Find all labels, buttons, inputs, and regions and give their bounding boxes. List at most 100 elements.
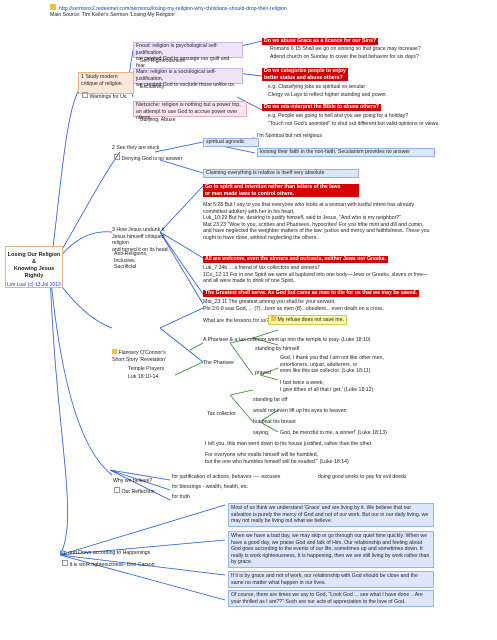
main-source: Main Source: Tim Keller's Sermon 'Losing… — [50, 12, 176, 18]
why-blessings[interactable]: for blessings - wealth, health, etc — [172, 484, 248, 490]
heading-all-welcome[interactable]: All are welcome, even the sinners and ou… — [203, 256, 389, 263]
heading-spirit-laws-2: or man made laws to control others. — [205, 190, 295, 197]
verse-1co-12-13: 1Co_12:13 For in one Spirit we were all … — [203, 271, 428, 278]
tax-saying: saying, — [253, 430, 270, 436]
pharisee-fast: I fast twice a week; I give tithes of al… — [280, 380, 373, 393]
pharisee-standing: standing by himself — [255, 346, 300, 352]
warnings-text: Warnings for Us — [89, 94, 127, 100]
exalt-1: For everyone who exalts himself will be … — [205, 452, 319, 458]
question-categorize[interactable]: Do we categorize people to enjoy better … — [262, 68, 348, 81]
note-icon — [82, 92, 88, 98]
question-categorize-clergy: Clergy vs Lays to reflect higher standin… — [268, 92, 388, 98]
marx-tag: Exclusivity — [140, 84, 165, 90]
pharisee-prayed: prayed — [255, 370, 271, 376]
up-down-quote: It is work righteousness- Don Carson — [62, 560, 155, 569]
note-icon — [114, 487, 120, 493]
question-categorize-2: better status and abuse others? — [264, 74, 343, 81]
topic-flannery[interactable]: Flannery O'Connor's Short Story 'Revelat… — [112, 349, 166, 363]
grace-paragraph-4: Of course, there are times we say to God… — [228, 590, 434, 607]
temple-prayers[interactable]: Temple Prayers — [128, 366, 165, 372]
why-truth[interactable]: for truth — [172, 494, 190, 500]
pharisee-fast-1: I fast twice a week; — [280, 380, 324, 386]
flannery-title-2: Short Story 'Revelation' — [112, 356, 166, 363]
nietzsche-line-2: an attempt to use God to accrue power ov… — [136, 108, 238, 122]
spirit-laws-verses: Mat 5:28 But I say to you that everyone … — [203, 202, 430, 241]
topic-jesus-title-3: and turned it on its head. — [112, 246, 170, 253]
stuck-sub-text: Denying God is no answer — [121, 156, 183, 162]
heading-spirit-laws[interactable]: Go to spirit and intention rather than l… — [203, 184, 359, 197]
marx-box[interactable]: Marx: religion is a sociological self-ju… — [133, 68, 243, 88]
central-topic[interactable]: Losing Our Religion & Knowing Jesus Righ… — [5, 246, 63, 288]
topic-jesus[interactable]: 3 How Jesus undunk it. Jesus himself cri… — [112, 227, 172, 253]
topic-jesus-title-2: Jesus himself critiqued religion — [112, 233, 165, 247]
nietzsche-line-1: Nietzsche: religion is nothing but a pow… — [136, 102, 241, 108]
question-grace-sunday: Attend church on Sunday to cover the bad… — [270, 54, 419, 60]
nietzsche-box[interactable]: Nietzsche: religion is nothing but a pow… — [133, 101, 247, 121]
question-grace-romans: Romans 6:15 Shall we go on sinning so th… — [270, 46, 421, 52]
verse-mat-23-23-end: ought to have done, without neglecting t… — [203, 234, 318, 241]
pencil-icon — [112, 349, 117, 354]
exalt-2: but the one who humbles himself will be … — [205, 458, 349, 465]
question-categorize-1: Do we categorize people to enjoy — [264, 68, 346, 74]
up-down-quote-text: It is work righteousness- Don Carson — [69, 562, 155, 568]
pharisee-thank-3: even like this tax collector. (Luke 18:1… — [280, 368, 371, 374]
pharisee-fast-2: I give tithes of all that I get.' (Luke … — [280, 386, 374, 393]
serve-verses: Mat_23:11 The greatest among you shall b… — [203, 299, 384, 312]
freud-tag: Self-Righteousness — [140, 58, 185, 64]
marx-line-1: Marx: religion is a sociological self-ju… — [136, 69, 217, 82]
lessons-question[interactable]: What are the lessons for us? — [203, 318, 270, 324]
topic-stuck[interactable]: 2 See they are stuck — [112, 145, 160, 151]
relative-claim[interactable]: Claiming everything is relative is itsel… — [203, 169, 359, 178]
grace-paragraph-1: Most of us think we understand 'Grace' a… — [228, 503, 434, 527]
topic-why-believe[interactable]: Why we believe? — [113, 478, 153, 484]
central-title-1: Losing Our Religion & — [7, 252, 61, 265]
verse-1co-12-13-cont: and all were made to drink of one Spirit… — [203, 278, 295, 284]
why-justification-note: doing good works to pay for evil deeds — [318, 474, 407, 480]
why-sub-text: Our Reflection — [121, 489, 155, 495]
topic-study-title-2: critique of religion — [81, 80, 122, 87]
verse-mat-23-23: Mat 23:23 "Woe to you, scribes and Phari… — [203, 221, 424, 228]
luke-reference: Luk 18:10-14 — [128, 374, 159, 380]
pharisee-label[interactable]: The Pharisee — [203, 360, 234, 366]
topic-up-down[interactable]: Up and Down according to Happenings — [60, 550, 151, 556]
question-misinterpret[interactable]: Do we mis-interpret the Bible to abuse o… — [262, 104, 382, 111]
spiritual-agnostic[interactable]: spiritual agnostic — [203, 138, 259, 147]
tax-standing-far: standing far off — [253, 397, 288, 403]
parable-intro[interactable]: A Pharisee & a tax collector went up int… — [203, 337, 371, 343]
grace-paragraph-3: If it is by grace and not of work, our r… — [228, 571, 434, 588]
central-title-2: Knowing Jesus Rightly — [13, 265, 55, 279]
refuse-note[interactable]: My refuse does not save me. — [268, 315, 348, 325]
question-misinterpret-touch: "Touch not God's anointed" to shut out d… — [268, 121, 440, 127]
verse-mat-5-28-cont: committed adultery with her in his heart… — [203, 208, 295, 215]
verse-mat-23-11: Mat_23:11 The greatest among you shall b… — [203, 299, 336, 305]
freud-line-2: we created God to assuage our guilt and … — [136, 56, 230, 69]
heading-spirit-laws-1: Go to spirit and intention rather than l… — [205, 184, 341, 190]
tax-collector-label[interactable]: Tax collector — [207, 411, 236, 417]
question-grace[interactable]: Do we abuse Grace as a licence for our S… — [262, 38, 379, 45]
marx-line-2: we created God to exclude those unlike u… — [136, 82, 236, 88]
spiritual-not-religious: I'm Spiritual but not religious — [257, 133, 323, 139]
refuse-text: My refuse does not save me. — [277, 317, 345, 323]
why-justification[interactable]: for justification of actions, behavior -… — [172, 474, 281, 480]
grace-paragraph-2: When we have a bad day, we may skip or g… — [228, 531, 434, 568]
topic-study-critique[interactable]: 1 Study modern critique of religion — [78, 72, 134, 94]
jesus-tags: Anti-Religions, Inclusive, Sacrificial — [114, 251, 147, 271]
freud-box[interactable]: Freud: religion is psychological self-ju… — [133, 42, 243, 69]
question-misinterpret-eg: e.g. People are going to hell and you ar… — [268, 113, 409, 119]
pharisee-prayer: God, I thank you that I am not like othe… — [280, 355, 384, 375]
topic-jesus-title-1: 3 How Jesus undunk it. — [112, 227, 166, 233]
tax-eyes: would not even lift up his eyes to heave… — [253, 408, 347, 414]
central-author: Lim Lua! (c) 13 Jul 2013 — [7, 281, 61, 288]
verse-mat-5-28: Mat 5:28 But I say to you that everyone … — [203, 202, 415, 208]
verse-luk-10-29: Luk_10:29 But he, desiring to justify hi… — [203, 215, 402, 221]
note-icon — [114, 154, 120, 160]
verse-phi-2-6: Phi 2:6-8 was God, ... (7)...born as men… — [203, 305, 385, 312]
source-url[interactable]: http://sermons2.redeemer.com/sermons/los… — [50, 4, 287, 13]
jesus-tag-3: Sacrificial — [114, 264, 137, 270]
question-categorize-eg: e.g. Classifying jobs as spiritual vs se… — [268, 84, 366, 90]
warnings-label: Warnings for Us — [82, 92, 126, 101]
flannery-title-1: Flannery O'Connor's — [118, 350, 166, 356]
tax-beat: but beat his breast — [253, 419, 296, 425]
losing-faith: loosing their faith in the non-faith. Se… — [257, 148, 435, 157]
heading-greatest-serve[interactable]: The Greatest shall serve. As God but cam… — [203, 290, 419, 297]
